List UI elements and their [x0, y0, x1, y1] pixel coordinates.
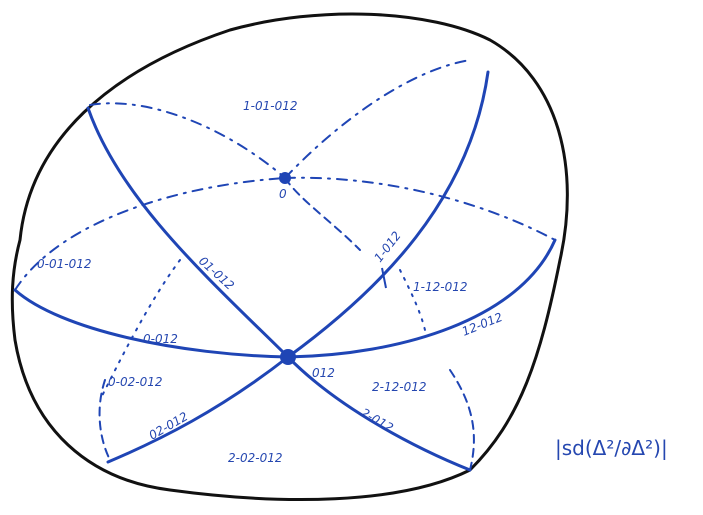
label-top-vertex: 0 [279, 187, 287, 201]
label-edge-0: 0-012 [143, 332, 178, 346]
back-arc-top-right [285, 60, 470, 178]
label-center-vertex: 012 [312, 366, 335, 380]
label-bottom-left-region: 0-02-012 [108, 375, 162, 389]
back-arc-right-mid [400, 270, 425, 330]
label-top-region: 1-01-012 [243, 99, 297, 113]
label-bottom-right-region: 2-12-012 [372, 380, 426, 394]
front-arc-diagonal-right [108, 72, 488, 462]
top-vertex-dot [279, 172, 291, 184]
back-arc-vertical [285, 178, 360, 250]
front-arc-equator [15, 240, 555, 357]
formula-label: |sd(Δ²/∂Δ²)| [555, 436, 668, 460]
back-arc-bottom-right [450, 370, 474, 470]
back-arc-equator-left [15, 178, 285, 290]
back-arc-bottom-left [100, 380, 110, 460]
center-vertex-dot [280, 349, 296, 365]
label-right-region: 1-12-012 [413, 280, 467, 294]
label-left-region: 0-01-012 [37, 257, 91, 271]
label-bottom-region: 2-02-012 [228, 451, 282, 465]
label-edge-2: 2-012 [359, 405, 396, 435]
back-arc-top-left [90, 103, 285, 178]
